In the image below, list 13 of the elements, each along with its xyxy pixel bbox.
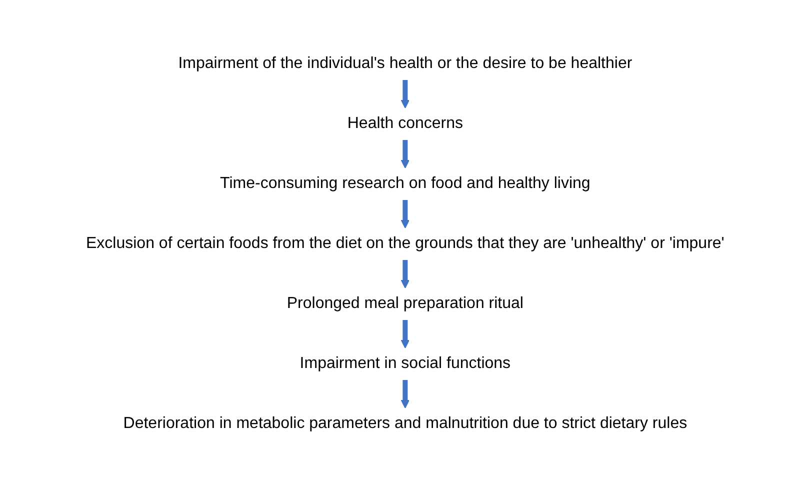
node-text: Prolonged meal preparation ritual: [287, 295, 524, 312]
node-text: Deterioration in metabolic parameters and malnutrition due to strict dietary rules: [124, 415, 688, 432]
arrow: [401, 260, 410, 288]
arrow: [401, 320, 410, 348]
node-text: Impairment of the individual's health or the desire to be healthier: [178, 55, 632, 72]
arrow: [401, 140, 410, 168]
node-text: Impairment in social functions: [300, 355, 511, 372]
node-text: Exclusion of certain foods from the diet on the grounds that they are 'unhealthy' or 'impure': [86, 235, 725, 252]
arrow: [401, 80, 410, 108]
arrow: [401, 200, 410, 228]
node-text: Health concerns: [348, 115, 464, 132]
node-text: Time-consuming research on food and healthy living: [220, 175, 591, 192]
arrow: [401, 380, 410, 408]
